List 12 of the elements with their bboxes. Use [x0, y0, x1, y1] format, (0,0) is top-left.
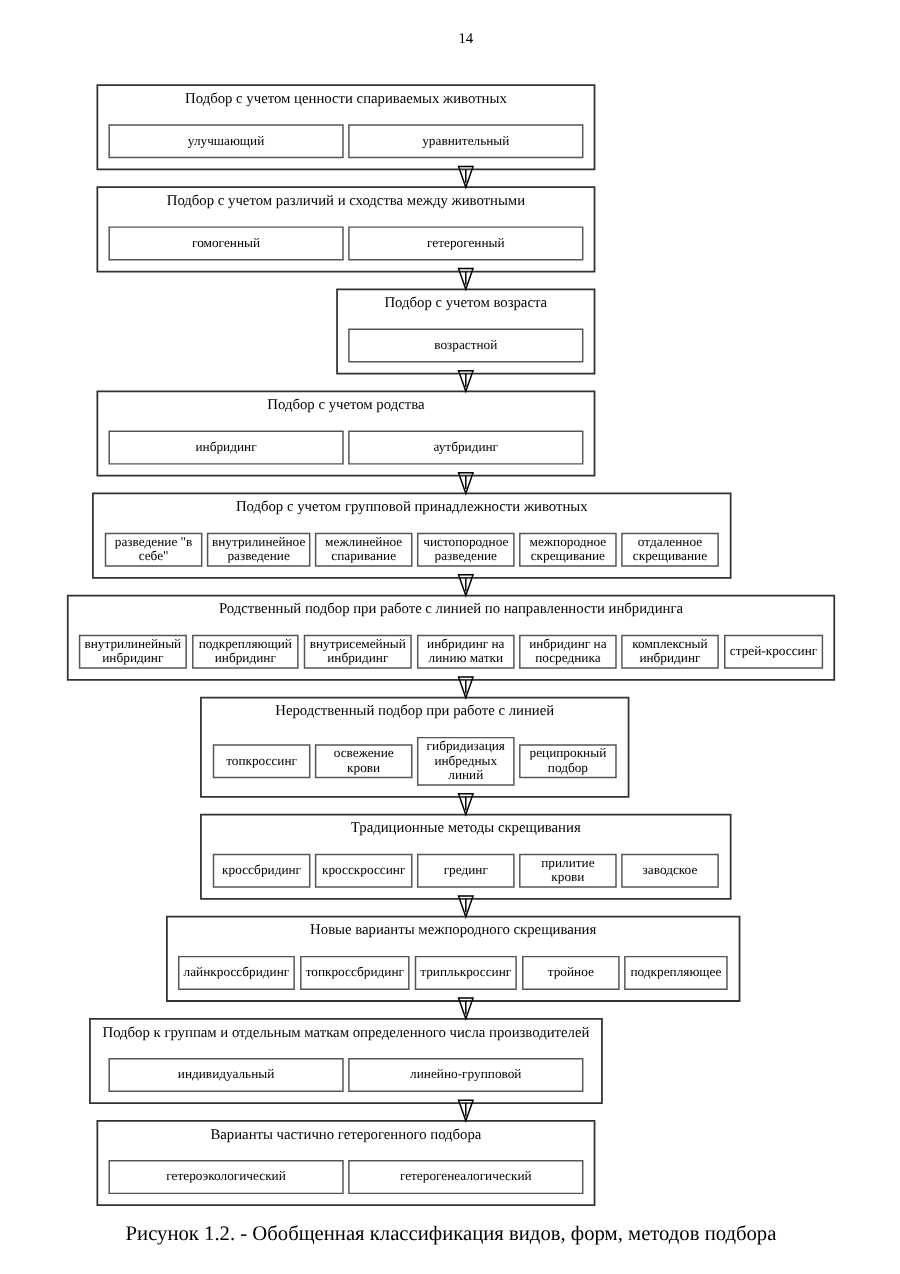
caption: Рисунок 1.2. - Обобщенная классификация видов, форм, методов подбора — [124, 1223, 776, 1246]
arrow — [456, 165, 474, 190]
label: 14 — [457, 28, 473, 47]
arrow — [456, 676, 474, 700]
arrow — [456, 267, 474, 292]
arrow — [456, 472, 474, 496]
arrow — [456, 793, 474, 817]
arrow — [456, 369, 474, 394]
arrow — [456, 997, 474, 1021]
arrow — [456, 574, 474, 598]
arrow — [456, 895, 474, 919]
arrow — [456, 1099, 474, 1124]
